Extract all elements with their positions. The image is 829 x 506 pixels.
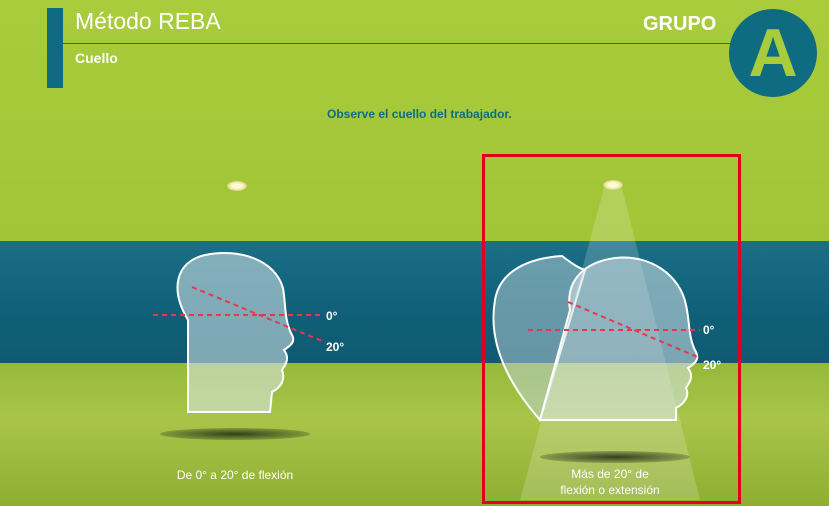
floor-shadow-left [160, 428, 310, 440]
option-caption-line1: Más de 20° de [571, 467, 649, 481]
option-caption-line2: flexión o extensión [560, 483, 660, 497]
header-accent-bar [47, 8, 63, 88]
angle-label-0: 0° [703, 323, 715, 337]
option-caption: Más de 20° de flexión o extensión [520, 466, 700, 498]
header-divider [63, 43, 743, 44]
angle-label-0: 0° [326, 309, 338, 323]
section-subtitle: Cuello [75, 50, 118, 66]
option-neck-over-20[interactable] [482, 154, 741, 504]
page-title: Método REBA [75, 8, 221, 34]
floor [0, 363, 829, 506]
group-letter: A [748, 15, 798, 91]
floor-shadow-right [540, 451, 690, 463]
group-badge: A [729, 9, 817, 97]
option-caption: De 0° a 20° de flexión [176, 468, 294, 482]
angle-label-20: 20° [703, 358, 722, 372]
ceiling-lamp-right [603, 180, 623, 190]
ceiling-lamp-left [227, 181, 247, 191]
instruction-text: Observe el cuello del trabajador. [327, 107, 512, 121]
group-label: GRUPO [643, 13, 717, 35]
angle-label-20: 20° [326, 340, 345, 354]
